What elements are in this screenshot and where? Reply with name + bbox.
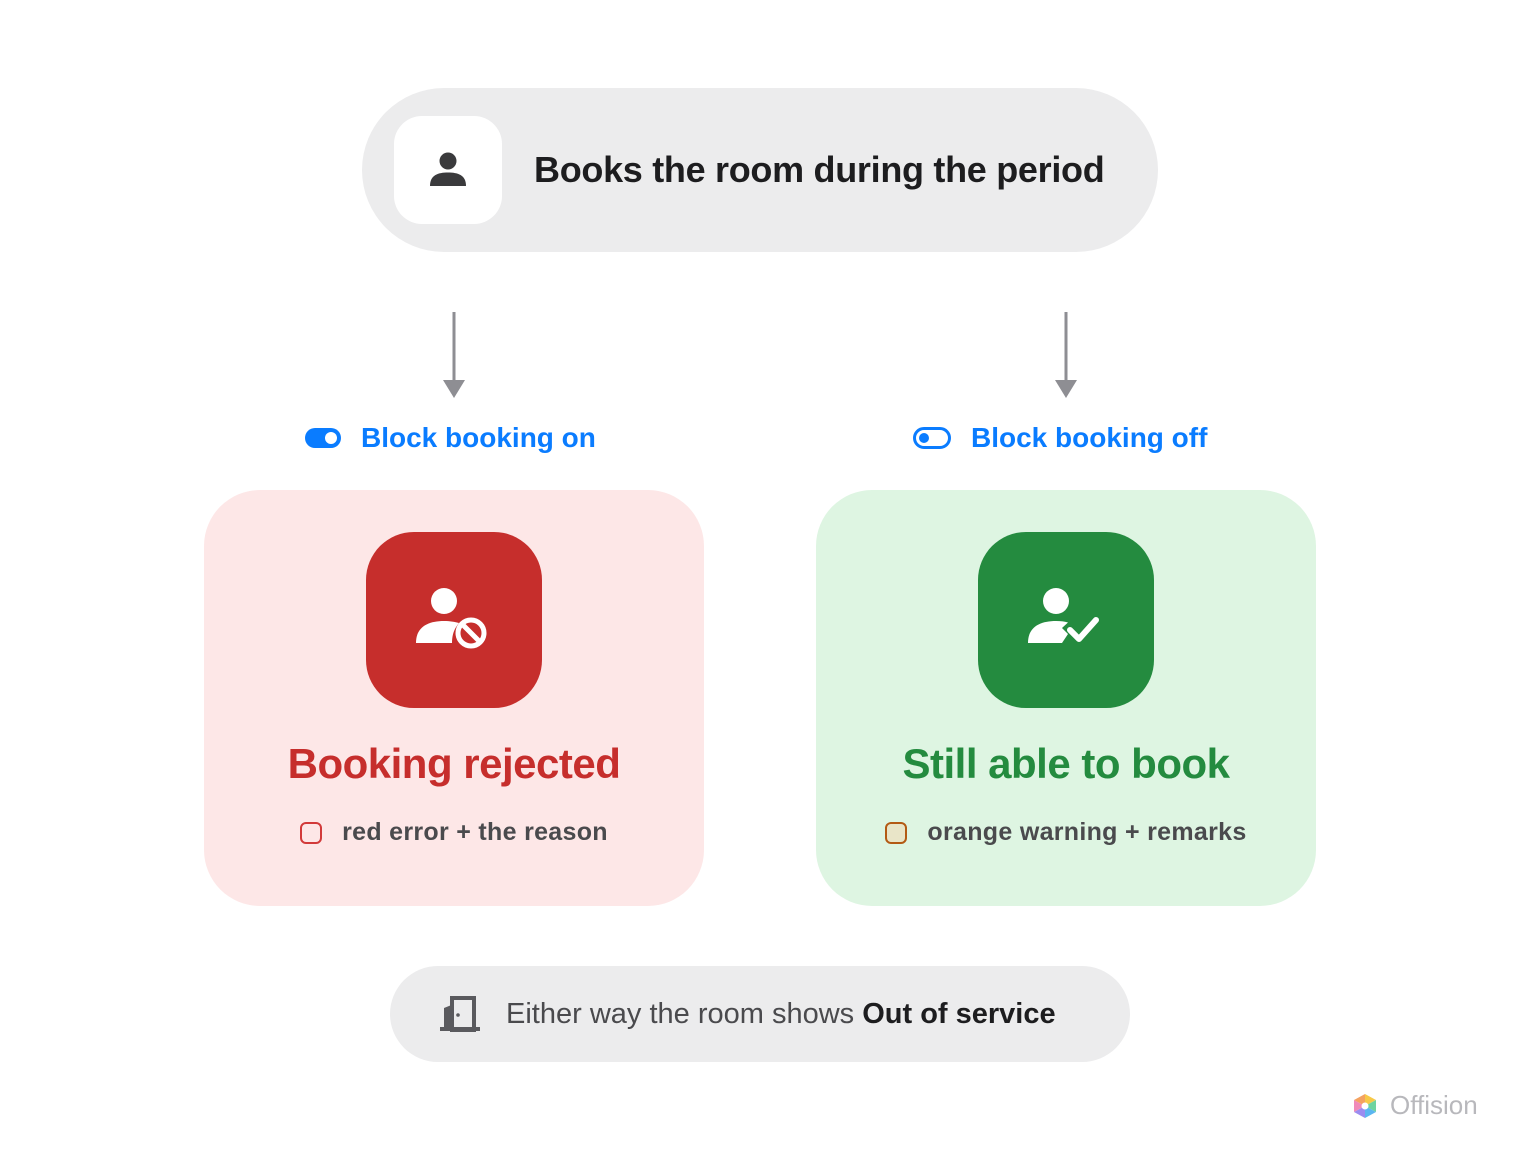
trigger-pill: Books the room during the period	[362, 88, 1158, 252]
brand-name: Offision	[1390, 1090, 1478, 1120]
toggle-label: Block booking off	[971, 422, 1208, 453]
outcome-title: Booking rejected	[287, 740, 621, 787]
offision-logo-icon	[1354, 1093, 1376, 1118]
person-icon-box	[394, 116, 502, 224]
outcome-note-text: orange warning + remarks	[927, 818, 1247, 846]
still-able-to-book-card: Still able to book orange warning + rema…	[816, 490, 1316, 906]
outcome-icon-box	[366, 532, 542, 708]
footer-text-prefix: Either way the room shows	[506, 997, 863, 1030]
booking-rejected-card: Booking rejected red error + the reason	[204, 490, 704, 906]
toggle-off-icon	[913, 427, 951, 449]
outcome-title: Still able to book	[902, 740, 1230, 787]
out-of-service-pill: Either way the room shows Out of service	[390, 966, 1130, 1062]
red-error-swatch	[300, 821, 323, 844]
outcome-note-text: red error + the reason	[342, 818, 608, 846]
arrow-down-icon	[443, 312, 465, 398]
block-booking-off-toggle[interactable]: Block booking off	[913, 416, 1207, 460]
arrow-down-icon	[1055, 312, 1077, 398]
out-of-service-text: Either way the room shows Out of service	[506, 998, 1056, 1031]
outcome-icon-box	[978, 532, 1154, 708]
outcome-note: red error + the reason	[204, 818, 704, 847]
person-blocked-icon	[416, 588, 487, 649]
outcome-note: orange warning + remarks	[816, 818, 1316, 847]
trigger-title: Books the room during the period	[534, 149, 1105, 190]
toggle-on-icon	[305, 428, 341, 448]
person-check-icon	[1028, 588, 1099, 643]
footer-text-strong: Out of service	[862, 997, 1056, 1030]
offision-brand: Offision	[1352, 1090, 1478, 1121]
door-icon	[440, 996, 480, 1032]
person-icon	[430, 152, 466, 186]
block-booking-on-toggle[interactable]: Block booking on	[305, 416, 596, 460]
toggle-label: Block booking on	[361, 422, 596, 453]
orange-warning-swatch	[885, 821, 908, 844]
